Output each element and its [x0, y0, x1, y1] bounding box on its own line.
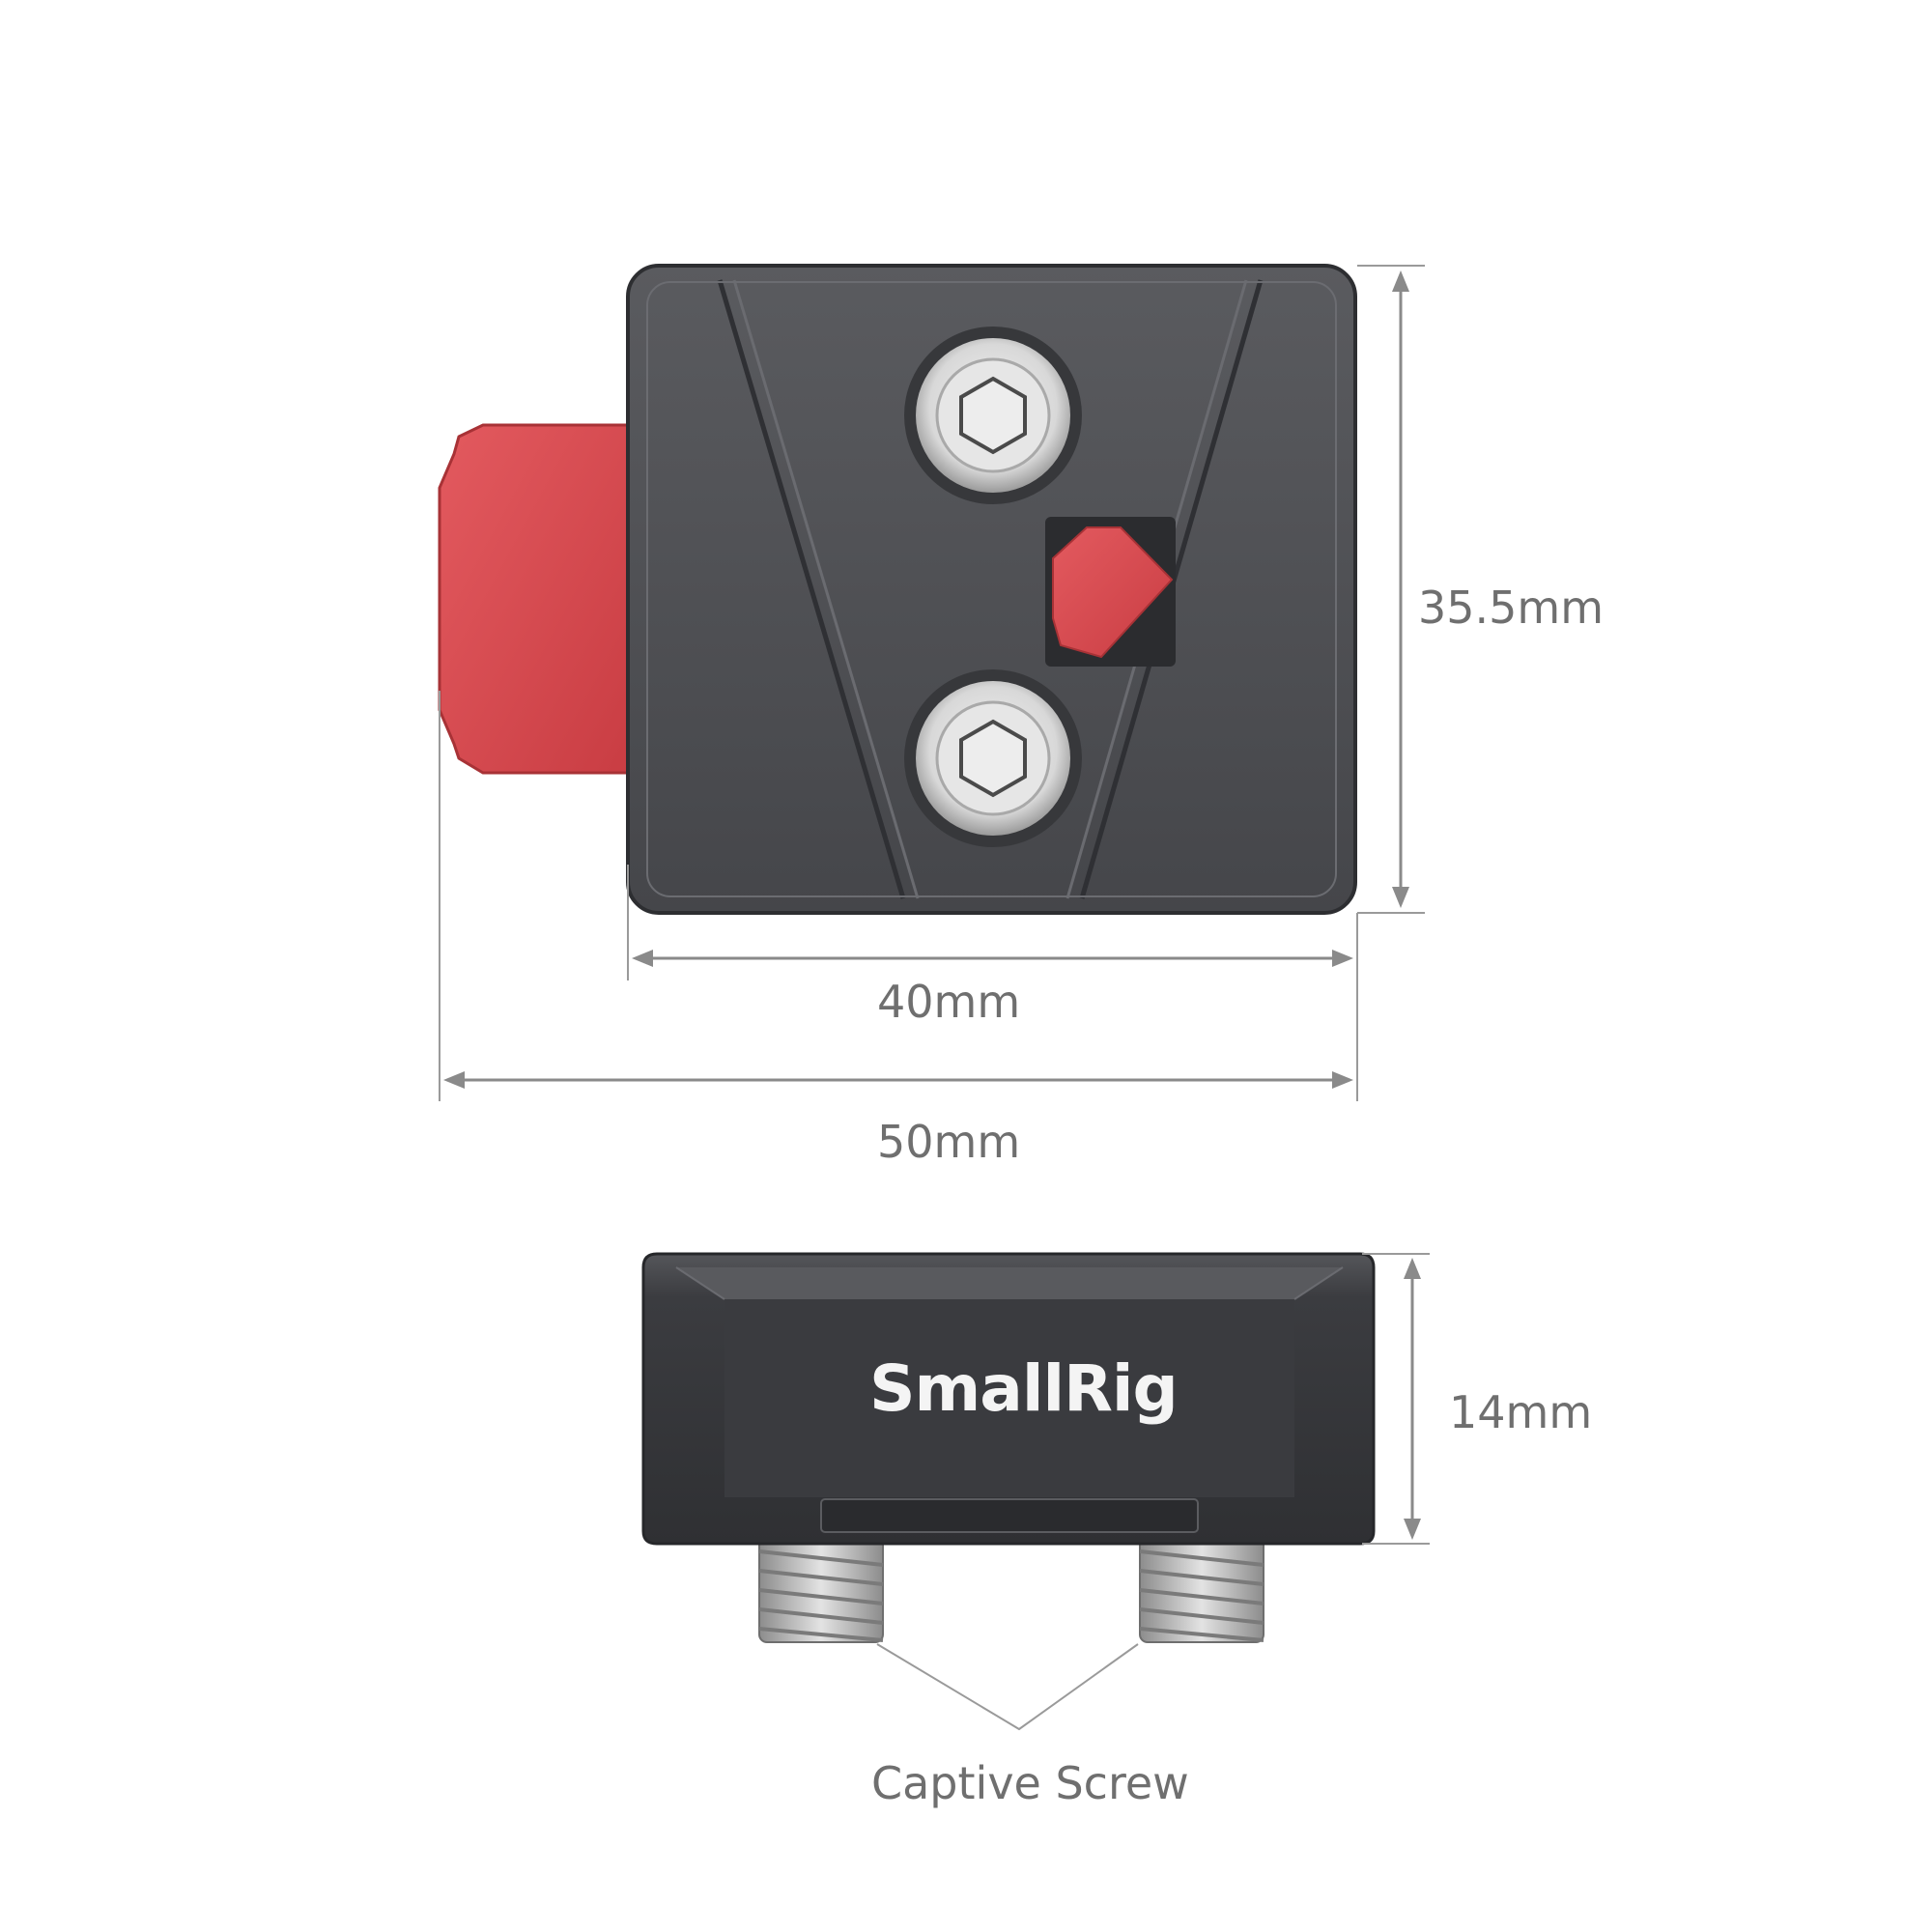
arrowhead-icon	[1392, 270, 1409, 292]
height-label: 35.5mm	[1418, 582, 1604, 634]
side-face-bevel	[676, 1267, 1343, 1299]
smallrig-logo: SmallRig	[869, 1351, 1178, 1426]
dimension-overall-width: 50mm	[439, 691, 1358, 1168]
lower-screw	[904, 669, 1082, 847]
captive-screw-label: Captive Screw	[871, 1757, 1189, 1809]
arrowhead-icon	[1392, 887, 1409, 908]
v-channel-left-edge	[717, 279, 906, 899]
side-view: SmallRig	[641, 1252, 1376, 1643]
arrowhead-icon	[1404, 1519, 1421, 1540]
dimension-thickness: 14mm	[1362, 1253, 1592, 1545]
dimension-height: 35.5mm	[1357, 265, 1604, 914]
red-release-lever[interactable]	[438, 423, 630, 775]
clamp-plate-body	[626, 264, 1357, 915]
arrowhead-icon	[1332, 1071, 1353, 1089]
arrowhead-icon	[1332, 950, 1353, 967]
left-captive-screw	[758, 1535, 884, 1643]
captive-screw-callout: Captive Screw	[871, 1643, 1189, 1809]
plate-bevel	[646, 281, 1337, 897]
plate-width-label: 40mm	[877, 976, 1020, 1028]
upper-screw	[904, 327, 1082, 504]
bottom-slot	[820, 1498, 1199, 1533]
lock-pin-red	[1052, 526, 1174, 659]
arrowhead-icon	[443, 1071, 465, 1089]
dimension-plate-width: 40mm	[627, 865, 1358, 1028]
v-channel-left-highlight	[732, 279, 920, 899]
side-face-panel	[724, 1299, 1294, 1497]
arrowhead-icon	[1404, 1258, 1421, 1279]
arrowhead-icon	[632, 950, 653, 967]
hex-socket-screw-icon	[959, 376, 1027, 455]
thickness-label: 14mm	[1449, 1386, 1592, 1438]
right-captive-screw	[1139, 1535, 1264, 1643]
top-view	[438, 264, 1357, 915]
hex-socket-screw-icon	[959, 719, 1027, 798]
overall-width-label: 50mm	[877, 1116, 1020, 1168]
